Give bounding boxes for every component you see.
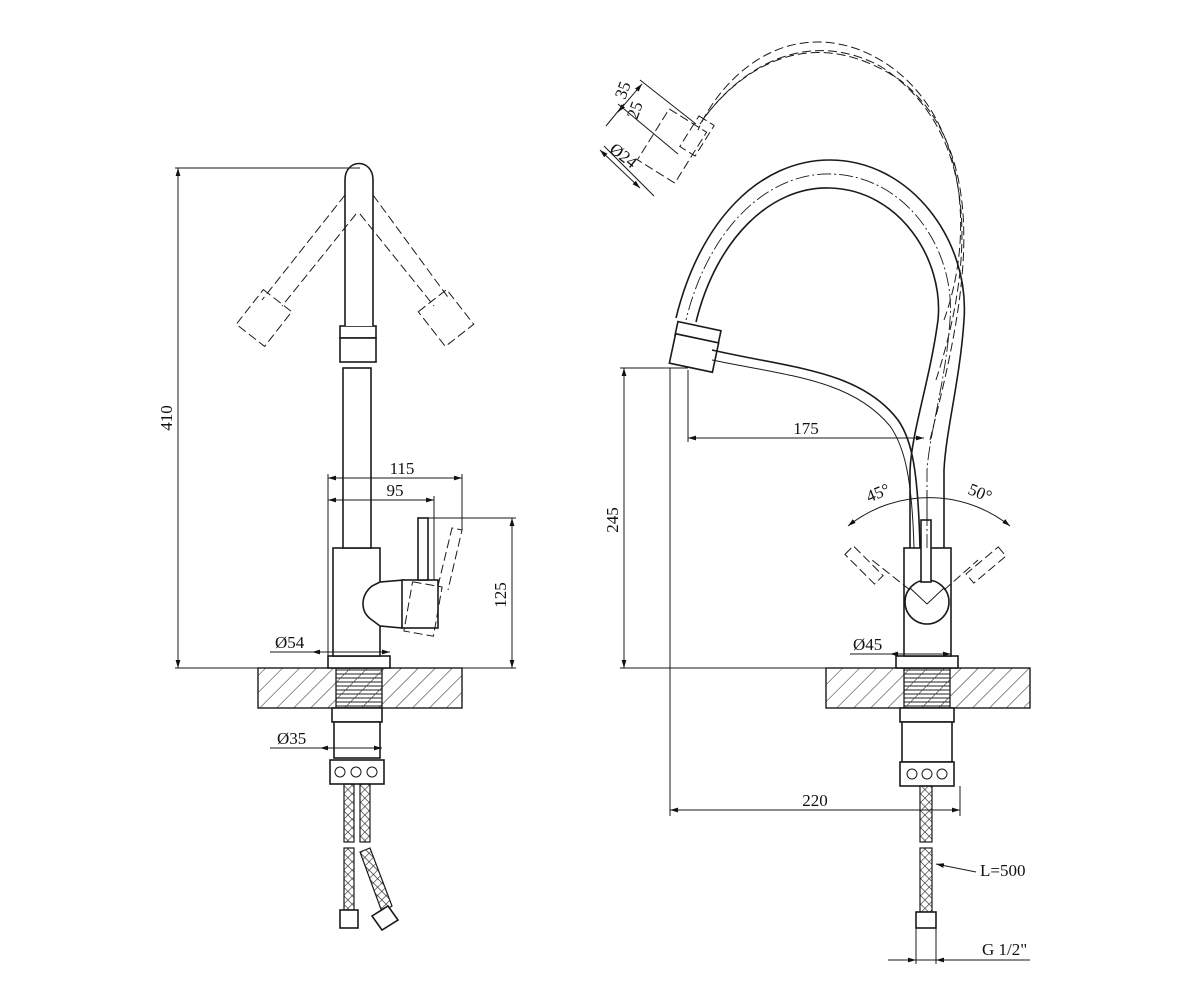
shank-thread-left <box>335 667 383 709</box>
spout-swivel-right <box>359 194 451 307</box>
dim-115: 115 <box>390 459 415 478</box>
pipe-ring-left <box>339 325 377 339</box>
dim-220: 220 <box>802 791 828 810</box>
pipe-collar-left <box>339 337 377 363</box>
cartridge-left <box>362 579 405 629</box>
spout-pipe-lower-left <box>342 367 372 549</box>
hose-left-c <box>343 847 355 911</box>
shank-lower-right <box>901 721 953 763</box>
dim-410: 410 <box>157 405 176 431</box>
right-view: 45° 50° 35 25 Ø2 <box>599 41 1031 964</box>
dim-head-35: 35 <box>611 79 635 101</box>
hose-fitting-left-a <box>339 909 359 929</box>
dim-245: 245 <box>603 507 622 533</box>
shank-lower-left <box>333 721 381 759</box>
head-swivel-right <box>417 288 475 348</box>
hose-connectors-right <box>899 761 955 787</box>
lock-nut-left <box>331 707 383 723</box>
dim-diameter-54: Ø54 <box>275 633 305 652</box>
dim-125: 125 <box>491 582 510 608</box>
gooseneck-outer-2 <box>675 159 966 548</box>
gooseneck-outer <box>695 187 940 548</box>
spray-head-right <box>668 320 722 374</box>
gooseneck-centerline <box>685 173 951 548</box>
head-swivel-left <box>235 288 293 348</box>
base-flange-left <box>327 655 391 669</box>
cartridge-right <box>904 579 950 625</box>
gooseneck-alt-outer <box>697 41 962 321</box>
dim-head-diameter-24: Ø24 <box>606 139 641 172</box>
lever-alt-base-left <box>403 581 443 637</box>
lever-handle-left <box>417 517 429 581</box>
angle-45: 45° <box>863 480 892 507</box>
pullout-hose <box>711 349 921 549</box>
hose-fitting-left-b <box>370 904 400 932</box>
hose-right-b <box>919 847 933 913</box>
dim-diameter-45: Ø45 <box>853 635 882 654</box>
dim-head-25: 25 <box>623 99 647 121</box>
spout-pipe-upper-left <box>344 162 374 326</box>
spray-head-alt <box>636 108 715 184</box>
hose-left-b <box>359 783 371 843</box>
lever-base-left <box>401 579 439 629</box>
dim-175: 175 <box>793 419 819 438</box>
swing-angle-arc <box>847 497 1011 527</box>
lever-alt-left <box>437 527 463 591</box>
dim-diameter-35: Ø35 <box>277 729 306 748</box>
hose-fitting-right <box>915 911 937 929</box>
lever-alternates-right <box>844 545 1007 591</box>
hose-connectors-left <box>329 759 385 785</box>
hose-left-d <box>359 847 393 913</box>
left-view: 410 115 95 125 Ø54 Ø35 <box>157 162 516 932</box>
base-flange-right <box>895 655 959 669</box>
gooseneck-alt-outer-2 <box>703 52 965 441</box>
hose-left-a <box>343 783 355 843</box>
head-dimensions <box>599 79 697 197</box>
gooseneck-alt-center <box>699 50 963 381</box>
dim-95: 95 <box>387 481 404 500</box>
lock-nut-right <box>899 707 955 723</box>
hose-right-a <box>919 785 933 843</box>
shank-thread-right <box>903 667 951 709</box>
hose-thread-label: G 1/2" <box>982 940 1027 959</box>
hose-length-label: L=500 <box>980 861 1025 880</box>
lever-handle-right <box>920 519 932 583</box>
spout-swivel-left <box>261 194 357 307</box>
angle-50: 50° <box>965 480 994 507</box>
